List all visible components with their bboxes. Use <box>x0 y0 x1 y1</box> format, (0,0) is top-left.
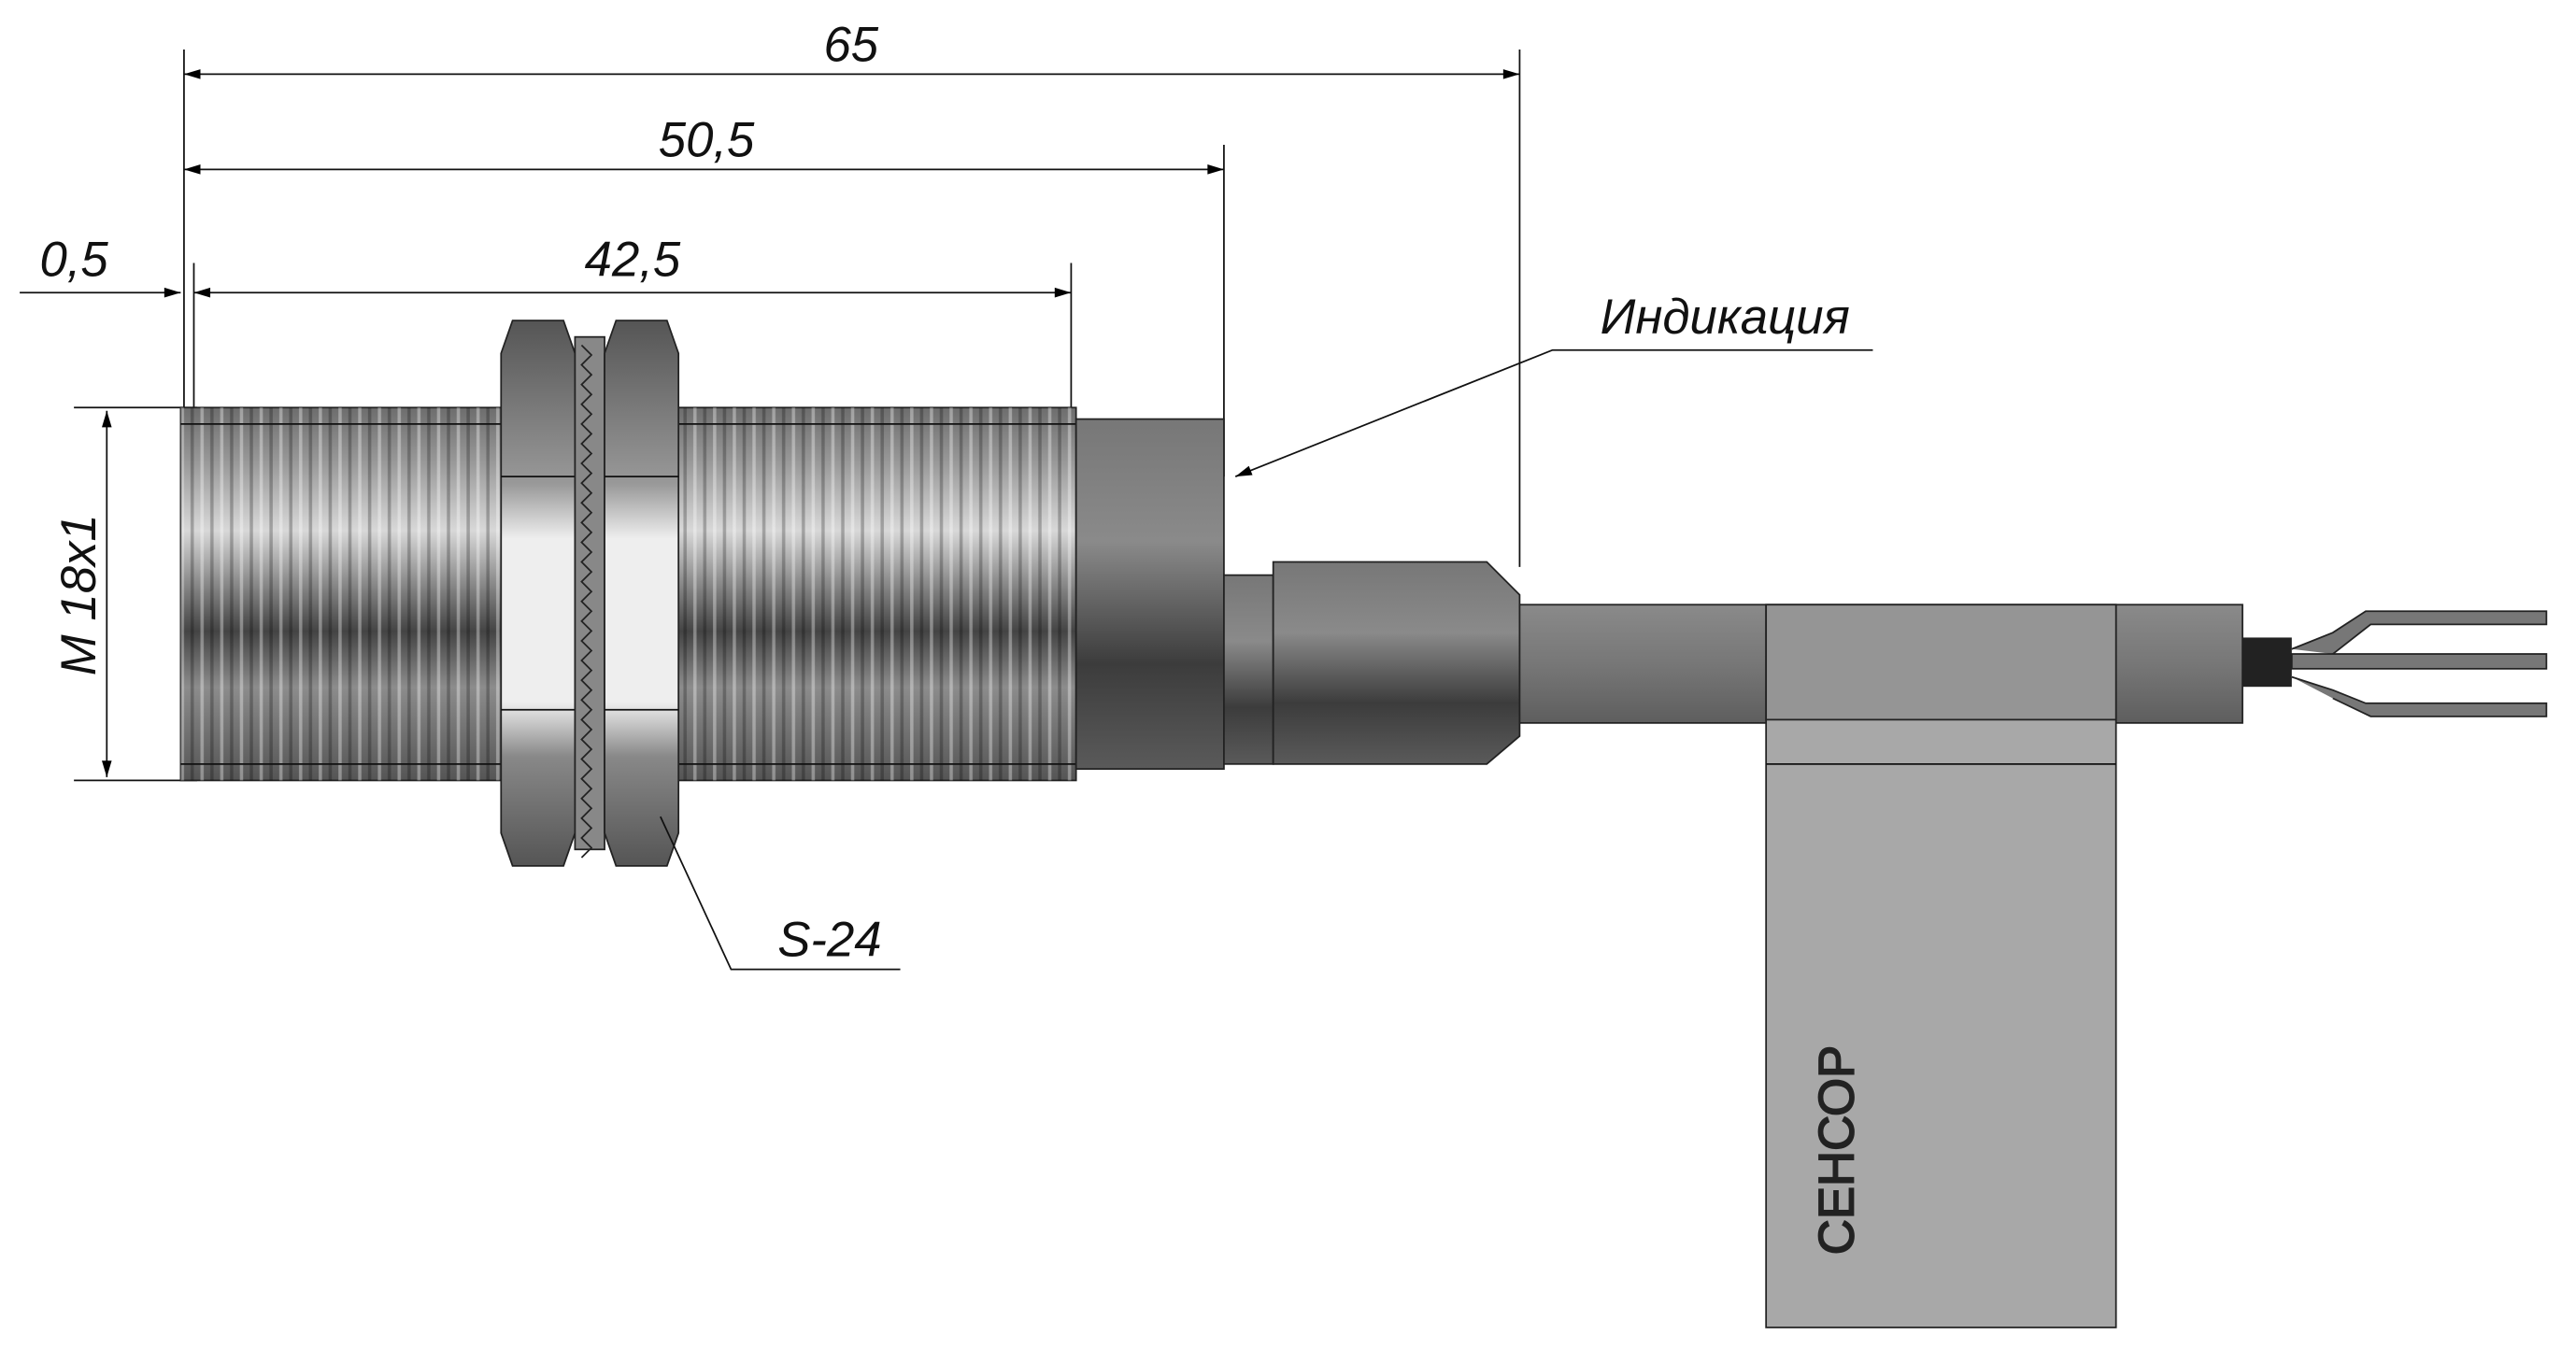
connector-neck <box>1223 574 1274 765</box>
dim-thread-length: 42,5 <box>585 233 681 288</box>
callout-indicator: Индикация <box>1234 290 1873 477</box>
nut-left <box>500 320 576 867</box>
dimension-50-5: 50,5 <box>183 112 1224 175</box>
dimension-thread: M 18x1 <box>51 410 112 777</box>
nut-right <box>604 320 680 867</box>
dim-thread-size: M 18x1 <box>51 514 107 675</box>
cable-gland <box>1272 561 1521 765</box>
indicator-cap <box>1075 418 1225 770</box>
dim-body-length: 50,5 <box>659 112 755 167</box>
dim-overall-length: 65 <box>823 17 878 72</box>
dimension-42-5: 42,5 <box>193 233 1072 298</box>
label-tag: СЕНСОР <box>1765 604 2117 1328</box>
dimension-65: 65 <box>183 17 1520 79</box>
dim-chamfer: 0,5 <box>39 233 108 288</box>
indicator-label: Индикация <box>1601 290 1850 345</box>
wires <box>2242 610 2548 717</box>
washer <box>574 335 605 859</box>
tag-brand-text: СЕНСОР <box>1809 1045 1864 1255</box>
callout-nut-size: S-24 <box>660 816 901 971</box>
extension-lines <box>74 49 1521 782</box>
dimension-0-5: 0,5 <box>20 233 181 298</box>
nut-size-label: S-24 <box>777 913 881 968</box>
